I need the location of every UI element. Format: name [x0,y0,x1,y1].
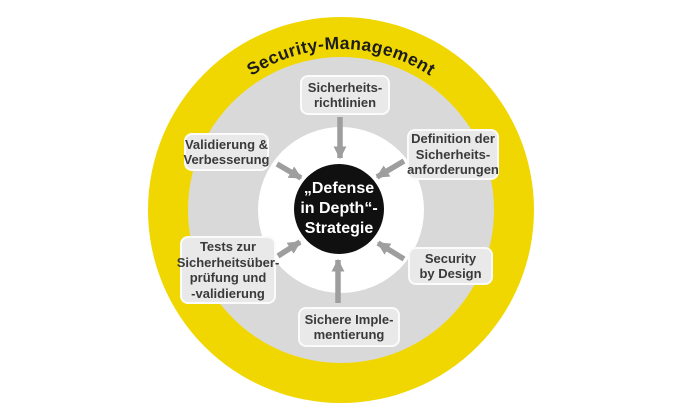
arrow-bottom-right-icon [376,240,406,262]
node-label-line: mentierung [313,327,385,342]
node-label-line: -validierung [191,285,265,301]
node-label-line: by Design [419,266,482,281]
arrow-top-right-icon [375,158,406,180]
center-node-line: in Depth“- [300,200,378,217]
center-node-line: „Defense [303,180,375,197]
arrow-top-left-icon [275,161,303,181]
center-node-line: Strategie [304,220,374,237]
node-definition-anforderungen: Definition der Sicherheits- anforderunge… [407,129,499,180]
node-label-line: Validierung & [184,136,269,152]
node-tests-sicherheitsueberpruefung: Tests zur Sicherheitsüber- prüfung und -… [177,236,279,304]
node-label-line: Sichere Imple- [304,311,394,327]
node-label-line: Sicherheits- [415,146,491,162]
node-label-line: Definition der [411,131,495,147]
node-label-line: Sicherheits- [307,79,383,95]
arrow-group [275,117,406,303]
node-label-line: richtlinien [313,95,377,110]
node-sichere-implementierung: Sichere Imple- mentierung [298,307,400,347]
node-label-line: prüfung und [189,270,267,285]
node-label-line: Sicherheitsüber- [176,254,280,270]
arrow-bottom-left-icon [276,239,302,259]
center-node-defense-in-depth: „Defense in Depth“- Strategie [294,164,384,254]
node-label-line: Security [424,250,477,266]
node-validierung-verbesserung: Validierung & Verbesserung [183,133,270,171]
node-security-by-design: Security by Design [408,247,493,285]
node-label-line: Tests zur [199,239,257,254]
node-label-line: anforderungen [407,162,499,178]
node-label-line: Verbesserung [183,152,270,167]
node-sicherheitsrichtlinien: Sicherheits- richtlinien [300,75,390,115]
